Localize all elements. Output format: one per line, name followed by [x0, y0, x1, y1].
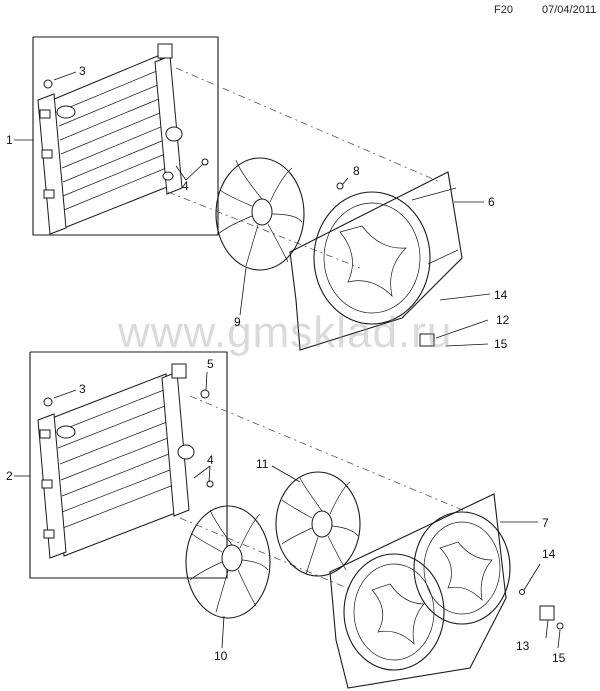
radiator-box-upper [14, 36, 219, 236]
radiator-upper [37, 43, 209, 235]
alignment-lines-lower [179, 395, 473, 591]
fan-lower-rear [271, 465, 361, 577]
callout-12: 12 [496, 313, 510, 327]
radiator-box-lower [14, 351, 228, 579]
radiator-lower-fins [56, 387, 177, 529]
callout-4-upper: 4 [182, 179, 189, 193]
callout-2: 2 [6, 469, 13, 483]
diagram-code: F20 [494, 4, 513, 16]
radiator-upper-fins [57, 67, 172, 211]
radiator-lower [37, 363, 214, 559]
callout-11: 11 [256, 457, 269, 471]
callout-9: 9 [234, 315, 241, 329]
shroud-upper [289, 171, 491, 351]
callout-14-lower: 14 [542, 547, 556, 561]
callout-3-upper: 3 [79, 64, 86, 78]
fan-lower-front [185, 505, 271, 649]
callout-15-lower: 15 [552, 651, 566, 665]
shroud-lower [329, 493, 564, 689]
fan-upper [215, 157, 305, 316]
callout-3-lower: 3 [79, 382, 86, 396]
callout-13: 13 [516, 639, 530, 653]
callout-7: 7 [542, 516, 549, 530]
callout-14-upper: 14 [494, 288, 508, 302]
alignment-lines-upper [167, 67, 441, 269]
callout-1: 1 [6, 133, 13, 147]
callout-4-lower: 4 [207, 453, 214, 467]
callout-8: 8 [353, 164, 360, 178]
diagram-date: 07/04/2011 [542, 4, 597, 16]
callout-10: 10 [214, 649, 228, 663]
callout-5: 5 [207, 357, 214, 371]
callout-6: 6 [488, 195, 495, 209]
callout-15-upper: 15 [494, 337, 508, 351]
